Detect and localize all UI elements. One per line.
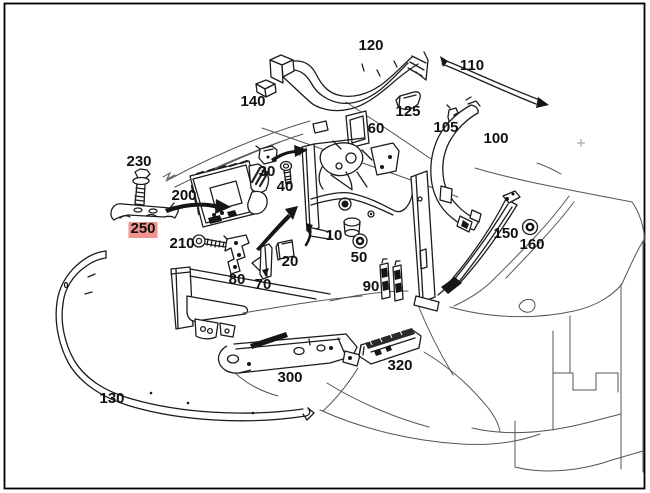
part-150-drawing [437, 190, 521, 296]
part-label-50: 50 [351, 249, 368, 266]
part-label-200: 200 [171, 187, 196, 204]
part-50-drawing [352, 233, 368, 249]
part-320-drawing [358, 328, 422, 365]
part-110-drawing [440, 56, 549, 108]
part-160-drawing [521, 218, 539, 236]
part-140-drawing [255, 79, 277, 98]
part-230-drawing [132, 168, 151, 206]
part-label-10: 10 [326, 227, 343, 244]
part-120-drawing [269, 51, 429, 112]
part-60-drawing [345, 110, 370, 149]
part-label-110: 110 [460, 57, 484, 74]
part-125-drawing [395, 91, 421, 111]
part-label-250: 250 [130, 220, 155, 237]
part-250-drawing [110, 202, 179, 221]
part-label-125: 125 [395, 103, 420, 120]
part-200-drawing [189, 159, 270, 228]
part-300-drawing [217, 332, 361, 374]
part-label-210: 210 [169, 235, 194, 252]
part-label-140: 140 [240, 93, 265, 110]
part-label-40: 40 [277, 178, 294, 195]
part-130-drawing [55, 250, 315, 422]
part-210-drawing [192, 234, 230, 248]
part-label-100: 100 [483, 130, 508, 147]
part-label-105: 105 [433, 119, 458, 136]
part-label-130: 130 [99, 390, 124, 407]
part-70-drawing [251, 243, 273, 280]
highlight-box-250 [128, 221, 158, 238]
part-label-70: 70 [255, 276, 272, 293]
part-80-drawing [223, 234, 250, 275]
part-label-320: 320 [387, 357, 412, 374]
part-label-300: 300 [277, 369, 302, 386]
small-clip-drawing [312, 120, 329, 134]
part-10-assembly-drawing [298, 137, 440, 312]
part-90-drawing [379, 258, 404, 302]
part-label-60: 60 [368, 120, 385, 137]
part-label-30: 30 [259, 163, 276, 180]
part-label-160: 160 [519, 236, 544, 253]
part-100-drawing [430, 96, 482, 233]
figure-border [3, 2, 646, 490]
pointer-arrows [165, 145, 313, 251]
part-label-80: 80 [229, 271, 246, 288]
part-label-230: 230 [126, 153, 151, 170]
part-20-drawing [275, 239, 295, 261]
part-label-120: 120 [358, 37, 383, 54]
frame-rail-sketch [170, 266, 363, 340]
part-40-drawing [279, 160, 293, 185]
car-body-sketch [232, 195, 644, 473]
part-label-90: 90 [363, 278, 380, 295]
part-label-150: 150 [493, 225, 518, 242]
part-label-20: 20 [282, 253, 299, 270]
